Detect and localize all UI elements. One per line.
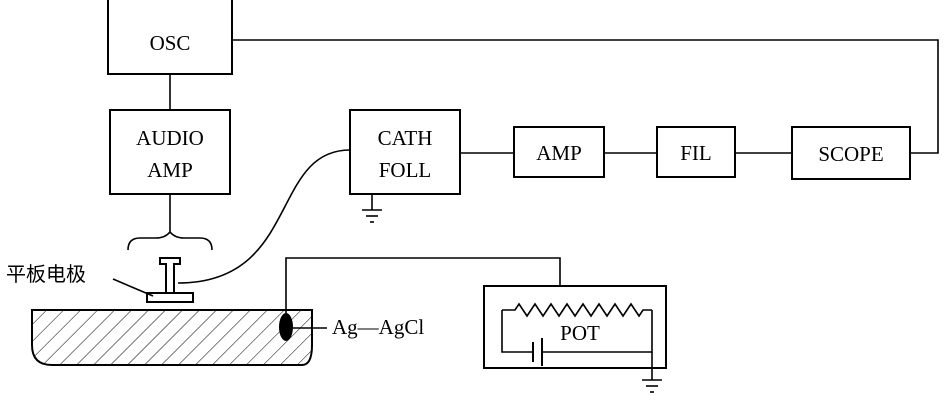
- cath-foll-block: CATH FOLL: [349, 109, 461, 195]
- fil-label: FIL: [680, 141, 712, 165]
- ag-agcl-label: Ag—AgCl: [332, 315, 424, 339]
- scope-block: SCOPE: [791, 126, 911, 180]
- amp-label: AMP: [536, 141, 582, 165]
- pot-resistor: [502, 302, 652, 318]
- amp-block: AMP: [513, 126, 605, 178]
- cath-foll-label-line2: FOLL: [379, 158, 432, 182]
- pot-label: POT: [560, 321, 600, 345]
- plate-electrode-leader: [112, 278, 154, 297]
- cath-foll-label-line1: CATH: [378, 126, 433, 150]
- audio-amp-label-line2: AMP: [147, 158, 193, 182]
- ground-symbol-pot: [642, 352, 662, 393]
- scope-label: SCOPE: [818, 142, 883, 166]
- osc-label: OSC: [150, 31, 191, 55]
- osc-block: OSC: [107, 0, 233, 75]
- audio-amp-block: AUDIO AMP: [109, 109, 231, 195]
- pot-enclosure: [483, 285, 667, 369]
- plate-electrode: [146, 257, 194, 303]
- ag-agcl-electrode: [279, 313, 293, 341]
- tissue-bath: [31, 309, 313, 366]
- battery-symbol: [532, 338, 543, 366]
- wire-ag-agcl-pot: [285, 257, 561, 313]
- fil-block: FIL: [656, 126, 736, 178]
- ground-symbol-cath-foll: [362, 194, 382, 223]
- audio-amp-label-line1: AUDIO: [136, 126, 204, 150]
- wire-electrode-cath-foll: [177, 149, 351, 284]
- transducer-symbol: [127, 230, 213, 251]
- wire-scope-osc: [232, 39, 939, 154]
- plate-electrode-label: 平板电极: [6, 262, 86, 286]
